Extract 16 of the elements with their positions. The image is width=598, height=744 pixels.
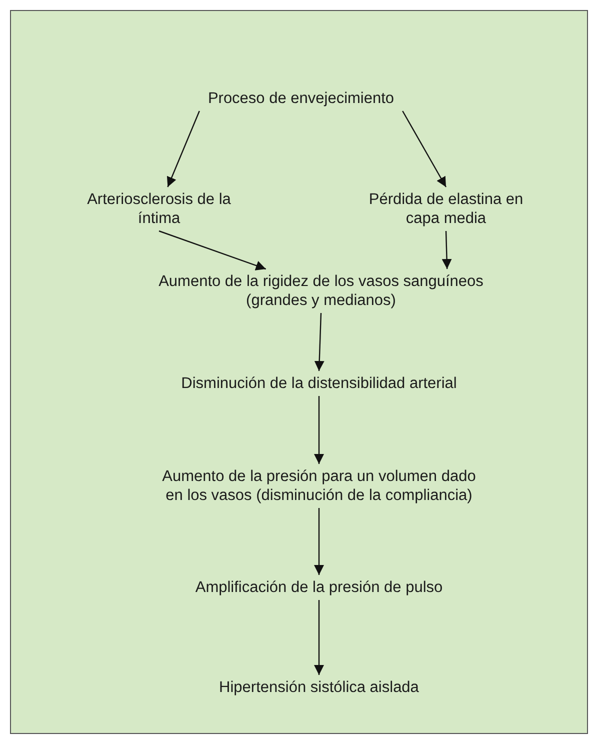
flow-step-text: Aumento de la rigidez de los vasos sanguíneos (grandes y medianos) (124, 271, 518, 311)
arrow (314, 312, 324, 372)
arrow (442, 230, 452, 270)
arrow (314, 600, 324, 675)
arrow (158, 230, 266, 270)
flow-step-text: Arteriosclerosis de la íntima (72, 189, 246, 229)
flow-step-text: Proceso de envejecimiento (174, 88, 428, 109)
flow-step-text: Hipertensión sistólica aislada (167, 677, 471, 698)
flow-step-text: Amplificación de la presión de pulso (157, 577, 481, 598)
arrow (314, 508, 324, 575)
flow-step-text: Aumento de la presión para un volumen dado en los vasos (disminución de la compliancia) (152, 466, 486, 506)
arrow (314, 396, 324, 464)
arrow (402, 110, 447, 188)
arrow (166, 110, 200, 188)
flow-step-text: Disminución de la distensibilidad arterial (137, 373, 501, 394)
flow-step-text: Pérdida de elastina en capa media (349, 189, 543, 229)
